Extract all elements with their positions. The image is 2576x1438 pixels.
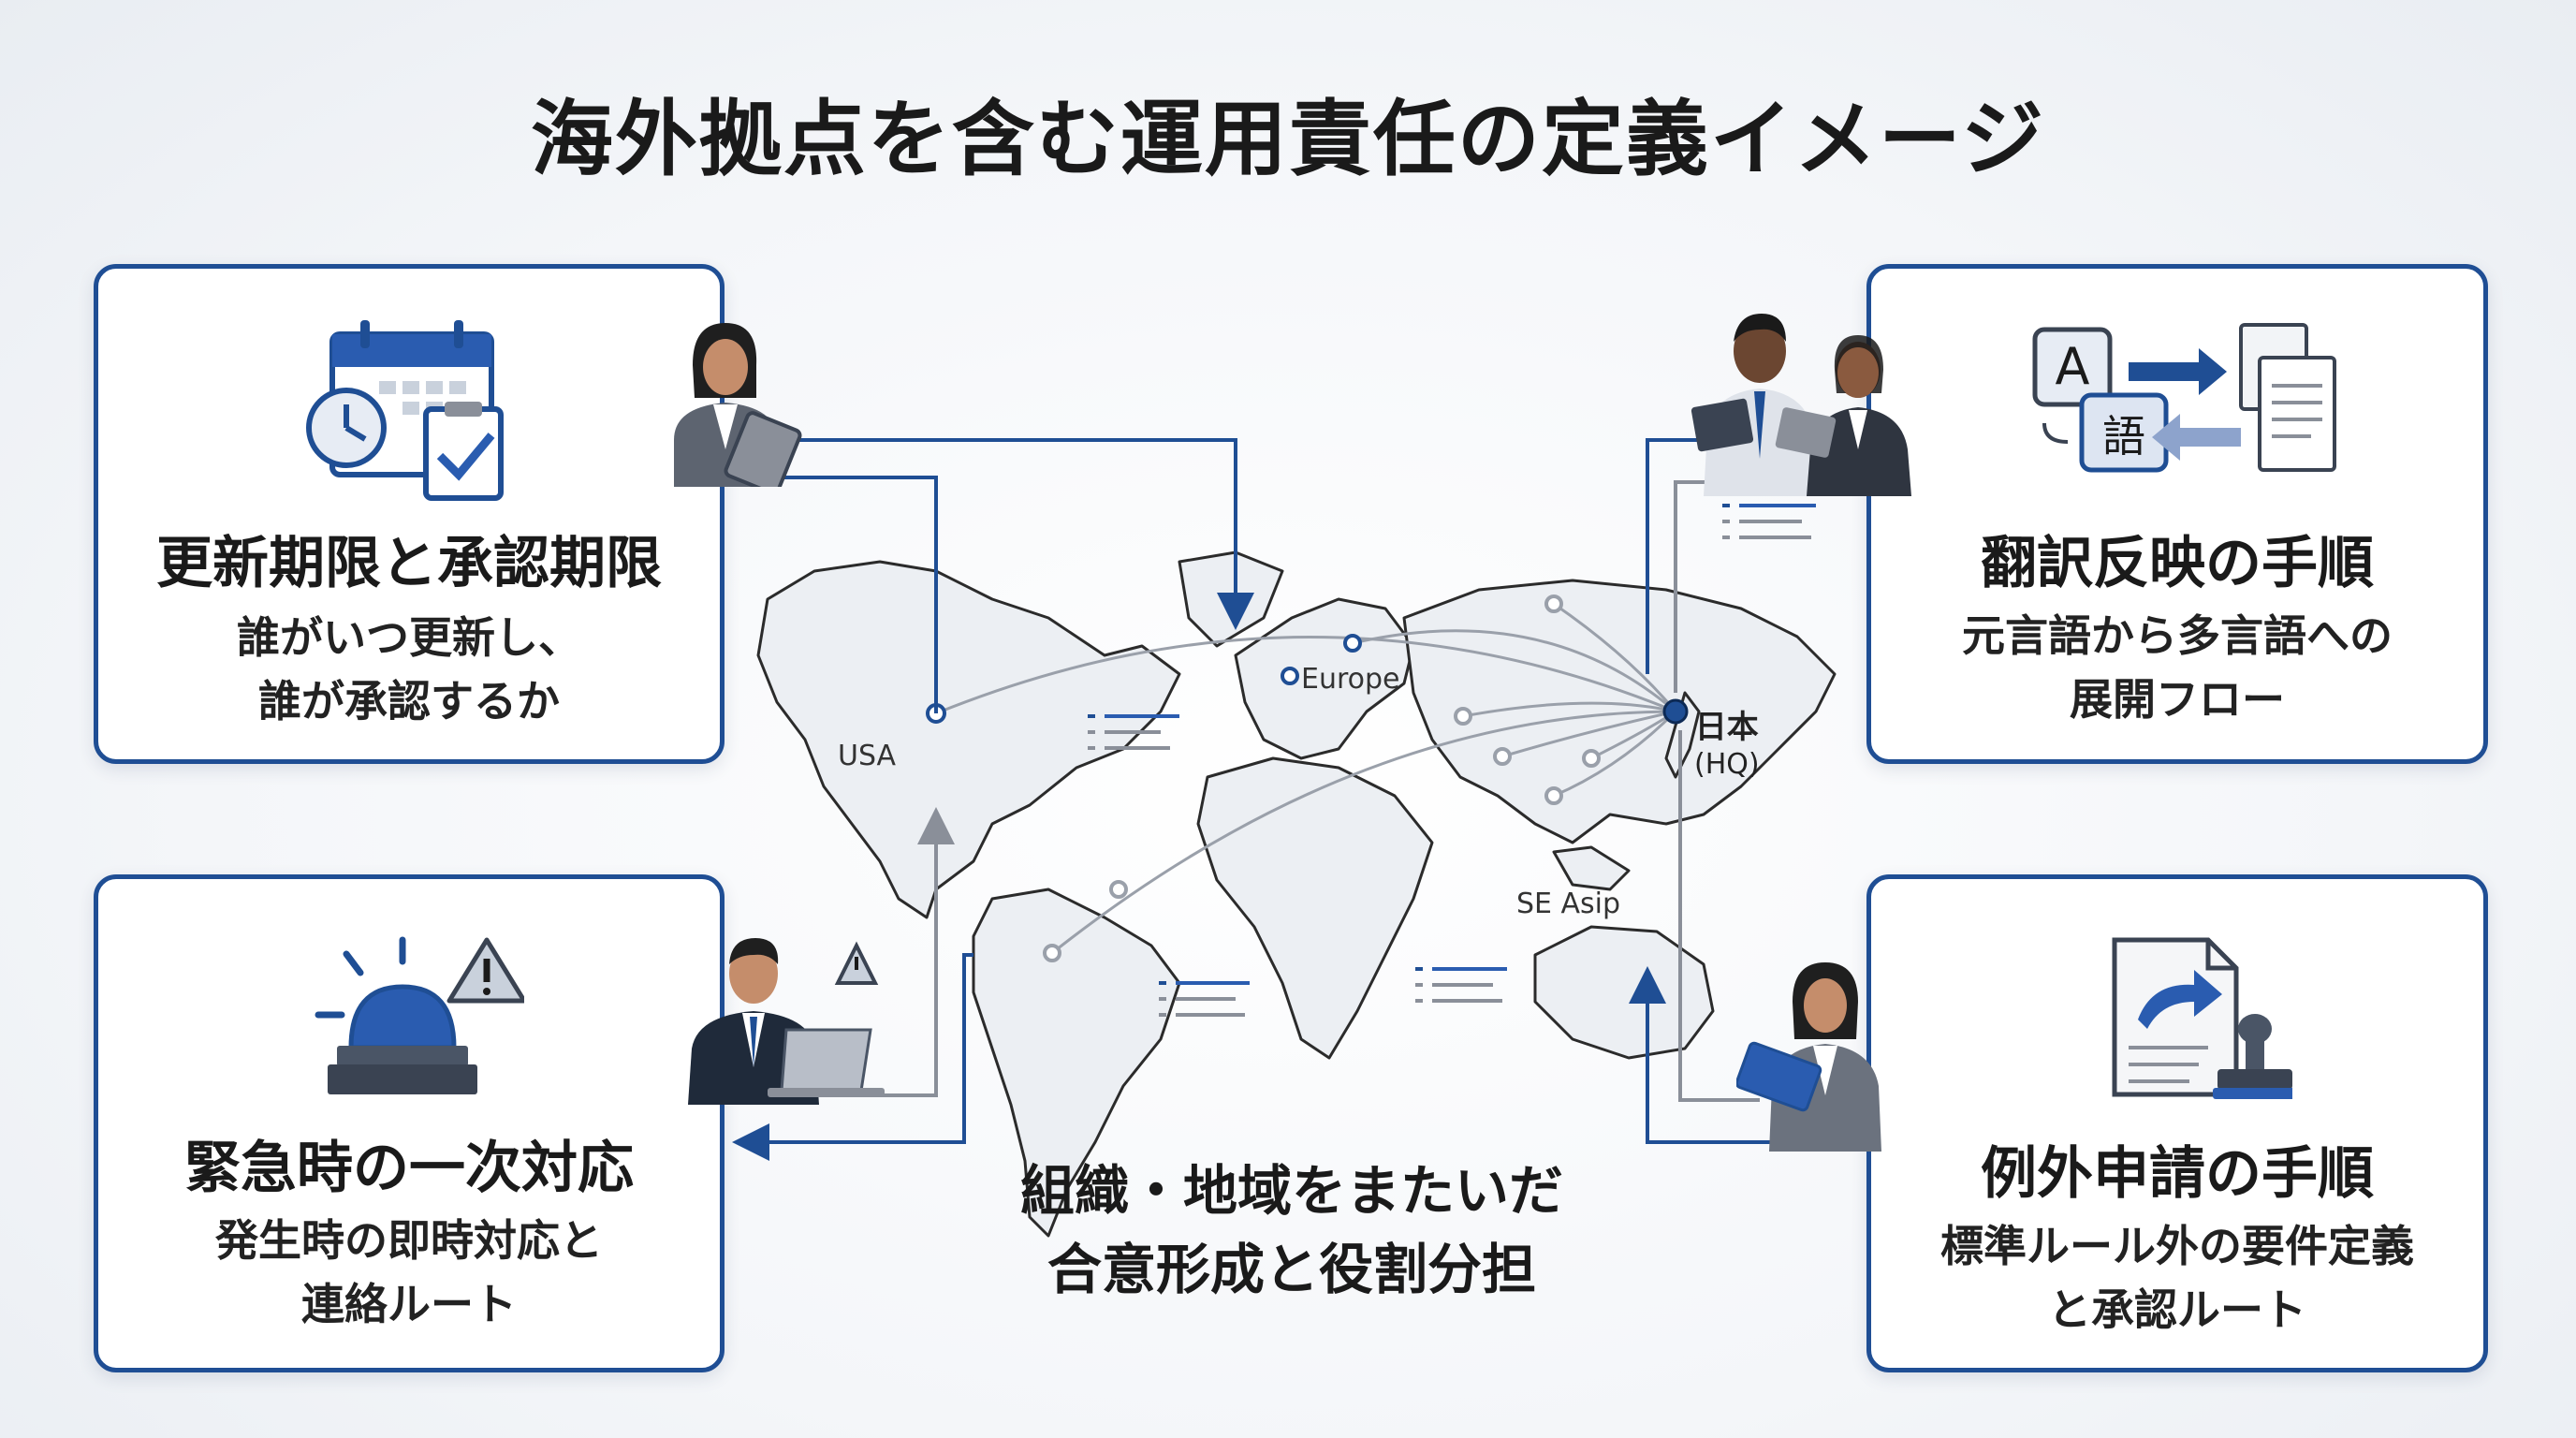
card-translation: A 語 翻訳反映の手順 元言語から多言語への 展開フロー: [1866, 264, 2488, 764]
siren-warning-icon: [315, 936, 524, 1094]
hq-label-line2: (HQ): [1694, 748, 1760, 781]
card-emergency-desc-line1: 発生時の即時対応と: [215, 1215, 603, 1266]
africa-shape: [1196, 756, 1434, 1060]
map-nodes: [926, 594, 1689, 962]
svg-text:語: 語: [2102, 411, 2145, 462]
australia-shape: [1533, 925, 1715, 1060]
card-exception-desc: 標準ルール外の要件定義 と承認ルート: [1871, 1214, 2483, 1342]
continents: [756, 550, 1837, 1238]
asia-shape: [1402, 579, 1837, 844]
person-team-tablet-icon: [1690, 314, 1911, 496]
card-translation-desc-line1: 元言語から多言語への: [1962, 610, 2393, 661]
card-translation-desc: 元言語から多言語への 展開フロー: [1871, 604, 2483, 731]
calendar-clock-checklist-icon: [306, 320, 504, 501]
card-renewal-desc-line2: 誰が承認するか: [258, 676, 560, 726]
list-icon-1: [1088, 714, 1179, 750]
card-renewal-desc-line1: 誰がいつ更新し、: [237, 612, 581, 663]
connection-arcs: [935, 602, 1677, 955]
card-renewal-heading: 更新期限と承認期限: [156, 531, 662, 596]
hq-label-line1: 日本: [1694, 709, 1759, 746]
card-emergency: 緊急時の一次対応 発生時の即時対応と 連絡ルート: [94, 874, 724, 1372]
map-label-europe: Europe: [1301, 663, 1400, 696]
card-exception: 例外申請の手順 標準ルール外の要件定義 と承認ルート: [1866, 874, 2488, 1372]
list-icon-2: [1159, 981, 1250, 1017]
se-asia-shape: [1552, 845, 1631, 891]
center-caption-line2: 合意形成と役割分担: [1046, 1238, 1536, 1301]
card-exception-heading: 例外申請の手順: [1981, 1141, 2374, 1207]
person-woman-tablet-icon: [674, 323, 802, 487]
center-caption: 組織・地域をまたいだ 合意形成と役割分担: [936, 1152, 1647, 1309]
card-renewal: 更新期限と承認期限 誰がいつ更新し、 誰が承認するか: [94, 264, 724, 764]
south-america-shape: [972, 888, 1181, 1238]
page-title: 海外拠点を含む運用責任の定義イメージ: [530, 91, 2046, 187]
center-caption-line1: 組織・地域をまたいだ: [1019, 1159, 1563, 1223]
greenland-shape: [1178, 550, 1284, 648]
svg-text:A: A: [2056, 337, 2090, 396]
card-exception-desc-line1: 標準ルール外の要件定義: [1940, 1221, 2414, 1271]
list-icon-4: [1722, 504, 1816, 539]
map-label-usa: USA: [838, 740, 897, 772]
card-translation-desc-line2: 展開フロー: [2070, 674, 2285, 725]
card-translation-heading: 翻訳反映の手順: [1981, 531, 2374, 596]
map-list-icons: [1088, 504, 1816, 1017]
card-emergency-heading: 緊急時の一次対応: [184, 1136, 634, 1201]
card-renewal-desc: 誰がいつ更新し、 誰が承認するか: [98, 606, 720, 733]
card-exception-desc-line2: と承認ルート: [2048, 1284, 2306, 1335]
translation-documents-icon: A 語: [2032, 323, 2336, 473]
person-man-laptop-icon: [688, 938, 885, 1105]
card-connectors: [732, 438, 1778, 1161]
map-label-se-asia: SE Asip: [1516, 888, 1621, 920]
north-america-shape: [756, 560, 1181, 919]
map-label-hq: 日本 (HQ): [1694, 709, 1760, 784]
card-emergency-desc: 発生時の即時対応と 連絡ルート: [98, 1209, 720, 1336]
person-woman-clipboard-icon: [1736, 962, 1881, 1152]
document-stamp-icon: [2112, 937, 2292, 1099]
card-emergency-desc-line2: 連絡ルート: [301, 1279, 517, 1329]
list-icon-3: [1415, 967, 1507, 1003]
japan-shape: [1664, 691, 1701, 779]
